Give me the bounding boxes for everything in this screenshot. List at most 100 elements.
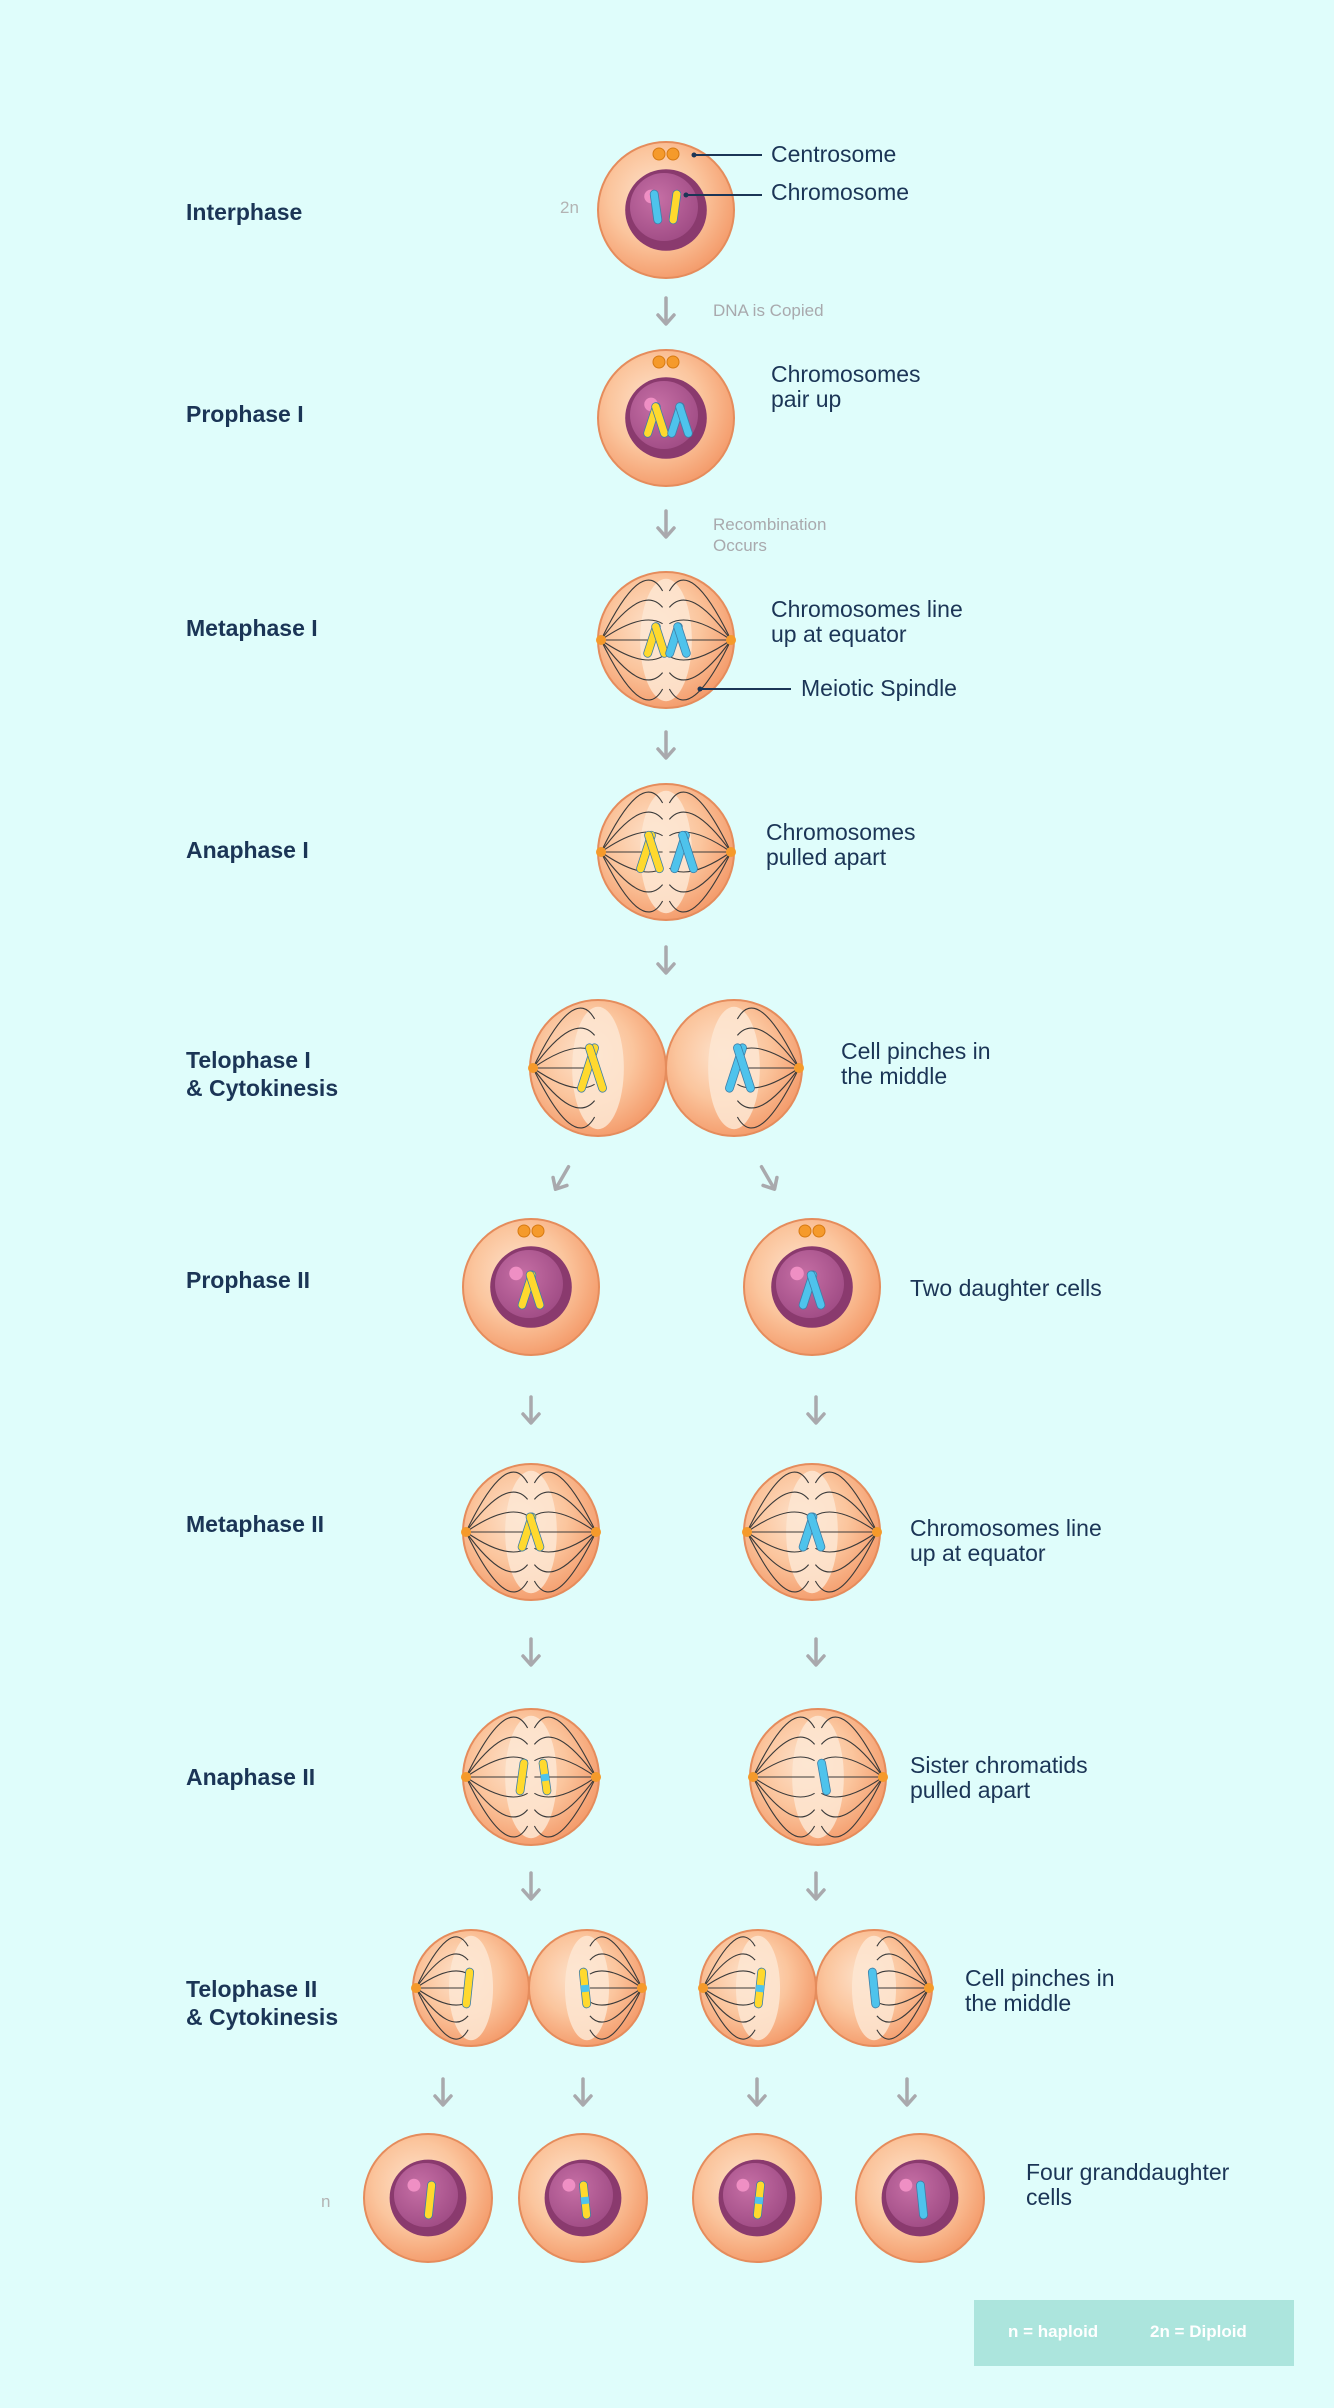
nucleus — [394, 2163, 458, 2227]
cell-prophase-1 — [597, 349, 735, 487]
spindle-fiber — [533, 1531, 597, 1573]
spindle-fiber — [668, 811, 732, 853]
centrosome-icon — [517, 1224, 531, 1238]
spindle-fiber — [736, 1067, 800, 1129]
desc-telophase-2: Cell pinches in the middle — [965, 1965, 1115, 2016]
spindle-fiber — [752, 1776, 815, 1798]
cell-anaphase-2-right — [748, 1708, 888, 1846]
spindle-fiber — [534, 1776, 597, 1798]
centrosome-icon — [591, 1772, 601, 1782]
spindle-fiber — [465, 1776, 529, 1818]
centrosome-icon — [652, 355, 666, 369]
nucleus — [630, 173, 698, 241]
chromosome-icon — [525, 1512, 545, 1552]
cell-telophase-2-d — [815, 1929, 934, 2047]
spindle-fiber — [465, 1531, 529, 1573]
arrow-icon — [897, 2077, 917, 2107]
spindle-fiber — [533, 1471, 597, 1533]
chromosome-icon — [651, 622, 669, 658]
spindle-fiber — [814, 1531, 878, 1593]
arrow-icon — [806, 1395, 826, 1425]
spindle-fiber — [465, 1776, 529, 1838]
callout-centrosome: Centrosome — [771, 141, 897, 167]
chromosome-icon — [644, 830, 664, 874]
spindle-fiber — [876, 1953, 930, 1989]
arrow-icon — [433, 2077, 453, 2107]
legend: n = haploid 2n = Diploid — [974, 2300, 1294, 2366]
arrow-icon — [521, 1395, 541, 1425]
spindle-fiber — [702, 1987, 756, 2023]
chromosome-icon — [733, 1043, 755, 1093]
spindle-fiber — [533, 1776, 597, 1818]
arrow-icon — [656, 730, 676, 760]
chromosome-icon — [867, 1967, 881, 2009]
cell-equator-zone — [640, 790, 692, 914]
arrows — [433, 296, 917, 2107]
callout-dot — [683, 192, 689, 198]
centrosome-icon — [726, 847, 736, 857]
spindle-fiber — [876, 1987, 930, 2040]
cell-granddaughter-2 — [518, 2133, 648, 2263]
arrow-icon — [521, 1637, 541, 1667]
stage-label-telophase-2: Telophase II & Cytokinesis — [186, 1976, 339, 2030]
nucleolus — [736, 2178, 750, 2192]
spindle-fiber — [668, 639, 732, 701]
spindle-fiber — [668, 639, 732, 681]
centrosome-icon — [461, 1527, 471, 1537]
spindle-fiber — [415, 1936, 469, 1989]
spindle-fiber — [820, 1776, 884, 1818]
stage-label-prophase-2: Prophase II — [186, 1267, 310, 1293]
cells — [363, 141, 985, 2263]
spindle-fiber — [600, 811, 664, 853]
chromosome-icon — [817, 1758, 831, 1796]
chromosome-icon — [806, 1512, 826, 1552]
spindle-fiber — [589, 1987, 643, 2040]
spindle-fiber — [589, 1970, 643, 1989]
spindle-fiber — [668, 579, 732, 641]
spindle-fiber — [589, 1987, 643, 2006]
ploidy-diploid-mark: 2n — [560, 198, 579, 217]
desc-prophase-1: Chromosomes pair up — [771, 361, 921, 412]
centrosome-icon — [637, 1983, 647, 1993]
nucleolus — [899, 2178, 913, 2192]
spindle-fiber — [532, 1027, 596, 1069]
callout-dot — [691, 152, 697, 158]
chromosome-icon — [668, 189, 682, 225]
spindle-fiber — [746, 1471, 810, 1533]
spindle-fiber — [600, 791, 664, 853]
spindle-fiber — [465, 1511, 528, 1533]
spindle-fiber — [532, 1067, 596, 1109]
centrosome-icon — [698, 1983, 708, 1993]
spindle-fiber — [600, 639, 663, 661]
spindle-fiber — [465, 1736, 529, 1778]
cell-anaphase-2-left — [461, 1708, 601, 1846]
callout-spindle: Meiotic Spindle — [801, 675, 957, 701]
spindle-fiber — [533, 1491, 597, 1533]
centrosome-icon — [411, 1983, 421, 1993]
desc-metaphase-2: Chromosomes line up at equator — [910, 1515, 1102, 1566]
spindle-fiber — [702, 1987, 756, 2006]
centrosome-icon — [748, 1772, 758, 1782]
cell-equator-zone — [640, 578, 692, 702]
spindle-fiber — [814, 1471, 878, 1533]
chromosome-icon — [424, 2180, 436, 2220]
chromosome-icon — [678, 830, 698, 874]
chromosome-icon — [515, 1758, 529, 1796]
centrosome-icon — [652, 147, 666, 161]
spindle-fiber — [821, 1776, 884, 1798]
spindle-fiber — [736, 1067, 800, 1109]
spindle-fiber — [736, 1027, 800, 1069]
desc-metaphase-1: Chromosomes line up at equator — [771, 596, 963, 647]
spindle-fiber — [669, 639, 732, 661]
spindle-fiber — [876, 1987, 930, 2023]
spindle-fiber — [668, 599, 732, 641]
cell-equator-zone — [792, 1715, 844, 1839]
arrow-icon — [759, 1164, 779, 1192]
spindle-fiber — [669, 831, 732, 853]
spindle-fiber — [746, 1491, 810, 1533]
spindle-fiber — [746, 1531, 810, 1593]
spindle-fiber — [702, 1987, 756, 2040]
legend-diploid: 2n = Diploid — [1150, 2322, 1247, 2341]
arrow-icon — [806, 1871, 826, 1901]
spindle-fiber — [532, 1067, 595, 1089]
